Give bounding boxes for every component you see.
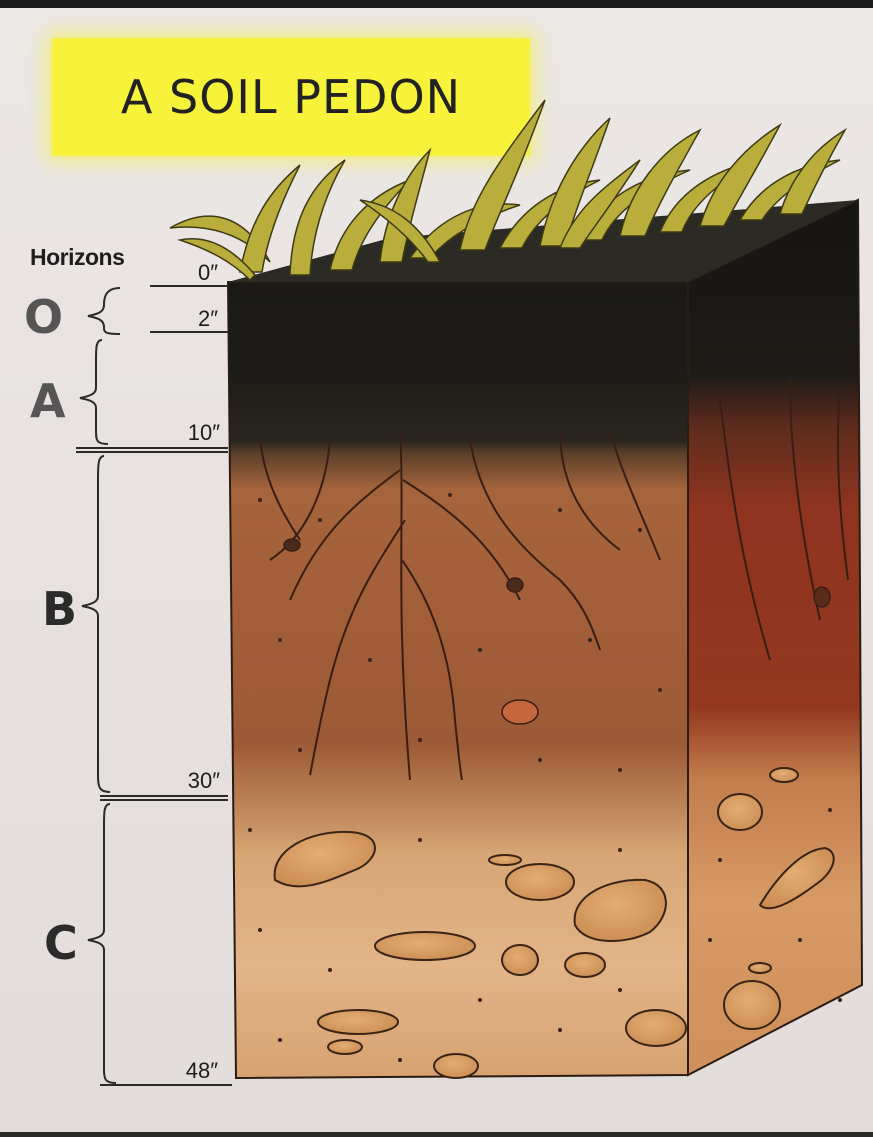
brace-b [82, 456, 110, 792]
brace-o [88, 288, 120, 334]
bottom-border [0, 1132, 873, 1137]
depth-label-0: 0″ [158, 260, 218, 286]
depth-label-30: 30″ [160, 768, 220, 794]
horizon-o-letter: O [24, 294, 63, 340]
horizon-b-letter: B [42, 586, 77, 632]
horizon-a-letter: A [30, 378, 66, 424]
horizon-braces [80, 288, 120, 1083]
soil-side-face [688, 200, 862, 1075]
brace-a [80, 340, 108, 444]
depth-label-48: 48″ [158, 1058, 218, 1084]
depth-label-10: 10″ [160, 420, 220, 446]
depth-label-2: 2″ [158, 306, 218, 332]
horizon-c-letter: C [44, 920, 78, 966]
soil-front-face [228, 282, 688, 1078]
horizons-heading: Horizons [30, 244, 124, 271]
depth-lines [76, 286, 232, 1085]
brace-c [88, 804, 116, 1083]
